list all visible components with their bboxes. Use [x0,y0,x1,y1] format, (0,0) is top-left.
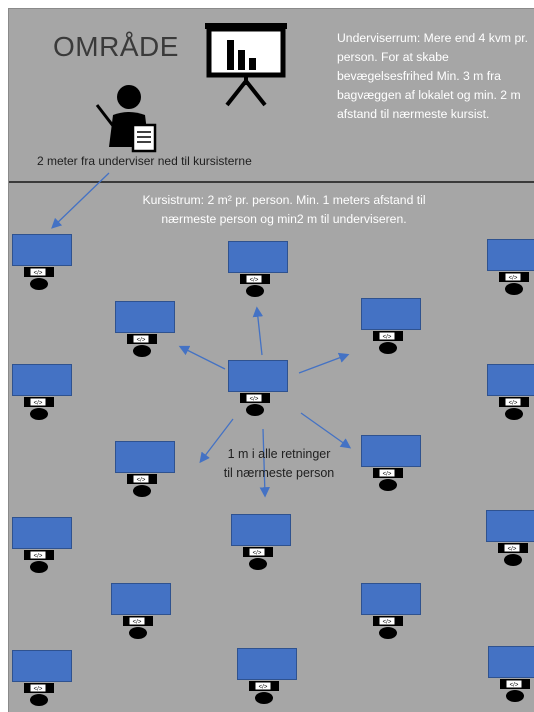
student-monitor [237,648,297,680]
svg-text:</>: </> [34,554,43,560]
student-monitor [487,239,534,271]
student-at-desk-icon: </> [240,393,270,416]
center-distance-caption: 1 m i alle retninger til nærmeste person [199,445,359,483]
student-at-desk-icon: </> [373,616,403,639]
course-room-text-line2: nærmeste person og min2 m til underviser… [161,212,407,226]
student-monitor [12,650,72,682]
svg-text:</>: </> [510,683,519,689]
student-at-desk-icon: </> [123,616,153,639]
svg-text:</>: </> [34,401,43,407]
svg-text:</>: </> [133,620,142,626]
student-at-desk-icon: </> [24,397,54,420]
svg-text:</>: </> [253,551,262,557]
student-at-desk-icon: </> [127,334,157,357]
arrow-lower-left [199,418,234,464]
svg-text:</>: </> [250,397,259,403]
student-monitor [115,301,175,333]
distance-arrows [51,172,352,498]
student-at-desk-icon: </> [499,397,529,420]
student-monitor [228,360,288,392]
student-monitor [231,514,291,546]
svg-text:</>: </> [509,401,518,407]
student-monitor [361,435,421,467]
student-at-desk-icon: </> [24,550,54,573]
svg-text:</>: </> [383,620,392,626]
presentation-board-icon [205,23,287,107]
svg-text:</>: </> [383,335,392,341]
student-monitor [12,517,72,549]
course-room-text-line1: Kursistrum: 2 m² pr. person. Min. 1 mete… [142,193,426,207]
instructor-distance-caption: 2 meter fra underviser ned til kursister… [37,154,252,168]
arrow-upper-right [298,352,350,374]
course-room-text: Kursistrum: 2 m² pr. person. Min. 1 mete… [104,191,464,229]
student-at-desk-icon: </> [24,267,54,290]
classroom-diagram: OMRÅDE Underviserrum: Mere end 4 kvm pr.… [8,8,534,712]
student-monitor [12,364,72,396]
center-caption-line1: 1 m i alle retninger [227,447,331,461]
arrow-down [259,428,270,498]
arrow-lower-right [300,412,352,449]
student-monitor [361,583,421,615]
student-monitor [228,241,288,273]
student-at-desk-icon: </> [24,683,54,706]
instructor-room-text: Underviserrum: Mere end 4 kvm pr. person… [337,31,529,121]
svg-text:</>: </> [383,472,392,478]
arrow-up [252,306,264,356]
center-caption-line2: til nærmeste person [223,466,335,480]
svg-text:</>: </> [137,338,146,344]
student-at-desk-icon: </> [499,272,529,295]
svg-text:</>: </> [508,547,517,553]
student-at-desk-icon: </> [498,543,528,566]
svg-text:</>: </> [259,685,268,691]
student-monitor [12,234,72,266]
instructor-with-pointer-icon [95,85,157,153]
room-divider [9,181,534,183]
page-title: OMRÅDE [53,31,179,62]
student-at-desk-icon: </> [373,331,403,354]
student-at-desk-icon: </> [500,679,530,702]
student-monitor [115,441,175,473]
student-at-desk-icon: </> [249,681,279,704]
student-at-desk-icon: </> [127,474,157,497]
svg-text:</>: </> [250,278,259,284]
svg-text:</>: </> [34,687,43,693]
student-at-desk-icon: </> [373,468,403,491]
student-monitor [111,583,171,615]
student-at-desk-icon: </> [240,274,270,297]
svg-text:</>: </> [34,271,43,277]
student-monitor [487,364,534,396]
student-monitor [488,646,534,678]
student-at-desk-icon: </> [243,547,273,570]
svg-text:</>: </> [509,276,518,282]
arrow-upper-left [178,345,226,370]
student-monitor [361,298,421,330]
arrow-to-student [51,172,110,229]
svg-text:</>: </> [137,478,146,484]
student-monitor [486,510,534,542]
